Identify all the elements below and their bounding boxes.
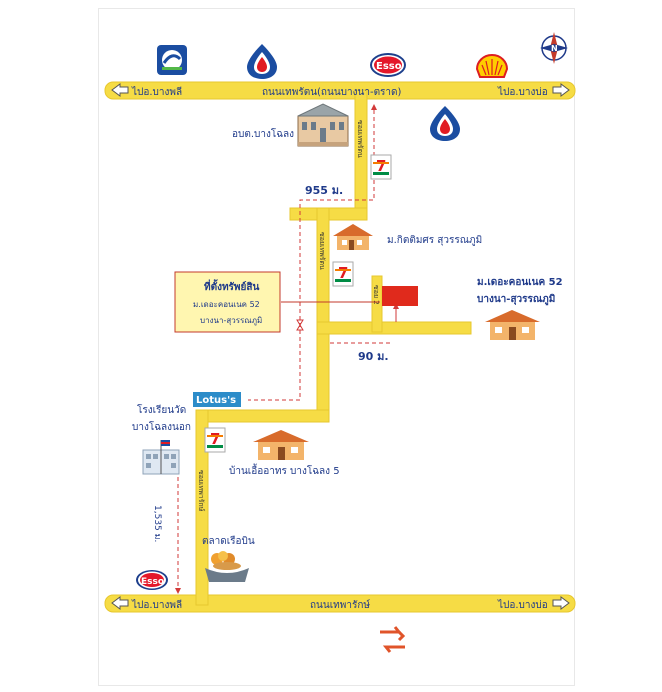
soi-2-label: ซอย 2 <box>372 285 380 305</box>
bottom-left-direction: ไปอ.บางพลี <box>131 599 182 611</box>
soi-2-road <box>316 321 472 335</box>
esso-logo-top: Esso <box>370 53 406 77</box>
arrow-up-top-road <box>371 104 377 110</box>
house-icon-housing <box>253 430 309 460</box>
roads-layer <box>104 81 576 613</box>
village-2-label-line2: บางนา-สุวรรณภูมิ <box>477 293 555 306</box>
soi-upper-label: ซอยเทพรัตน <box>356 120 364 158</box>
property-marker <box>382 286 418 306</box>
school-icon <box>142 440 180 475</box>
bowtie-marker <box>296 319 304 331</box>
property-title: ที่ตั้งทรัพย์สิน <box>204 279 259 293</box>
bottom-road <box>104 594 576 613</box>
house-icon-village-2 <box>485 310 540 340</box>
arrow-left-top <box>111 83 129 97</box>
seven-eleven-logo-2: 7 <box>332 261 354 287</box>
esso-text-top: Esso <box>376 61 402 72</box>
recycle-arrows-icon <box>380 626 406 653</box>
compass-n: N <box>551 44 558 53</box>
seven-eleven-logo-3: 7 <box>204 427 226 453</box>
svg-text:7: 7 <box>376 157 386 175</box>
property-line2: บางนา-สุวรรณภูมิ <box>200 316 262 326</box>
top-right-direction: ไปอ.บางบ่อ <box>497 86 548 98</box>
market-label: ตลาดเรือบิน <box>202 535 255 547</box>
map-frame <box>98 8 575 686</box>
village-1-label: ม.กิตติมศร สุวรรณภูมิ <box>387 235 482 246</box>
ptt-logo-top <box>247 44 277 79</box>
lotus-logo: Lotus's <box>193 392 241 407</box>
soi-middle-label: ซอยเทพรัตน <box>318 232 326 270</box>
top-road <box>104 81 576 100</box>
seven-eleven-logo-1: 7 <box>370 154 392 180</box>
distance-955: 955 ม. <box>305 184 343 197</box>
housing-label: บ้านเอื้ออาทร บางโฉลง 5 <box>229 463 340 477</box>
shell-logo <box>475 53 509 78</box>
arrow-right-bottom <box>552 596 570 610</box>
distance-90: 90 ม. <box>358 350 389 363</box>
house-icon-village-1 <box>333 224 373 250</box>
lotus-text: Lotus's <box>196 395 236 406</box>
school-label-line2: บางโฉลงนอก <box>132 420 191 433</box>
svg-text:7: 7 <box>210 430 220 448</box>
bottom-right-direction: ไปอ.บางบ่อ <box>497 599 548 611</box>
esso-text-bottom: Esso <box>141 577 164 587</box>
obt-label: อบต.บางโฉลง <box>232 127 294 140</box>
market-icon <box>205 551 249 582</box>
ptt-logo-right <box>430 106 460 141</box>
route-arrow-tips <box>175 104 399 594</box>
soi-lower-road <box>195 409 209 606</box>
top-road-name: ถนนเทพรัตน(ถนนบางนา-ตราด) <box>262 87 402 98</box>
bangchak-logo <box>157 45 187 75</box>
bottom-road-name: ถนนเทพารักษ์ <box>310 599 370 611</box>
arrow-down-bottom-road <box>175 588 181 594</box>
north-compass-icon: N <box>540 32 568 64</box>
property-info-box: ที่ตั้งทรัพย์สิน ม.เดอะคอนเนค 52 บางนา-ส… <box>174 271 281 333</box>
property-line1: ม.เดอะคอนเนค 52 <box>193 300 260 309</box>
village-2-label-line1: ม.เดอะคอนเนค 52 <box>477 277 563 288</box>
top-left-direction: ไปอ.บางพลี <box>131 86 182 98</box>
distance-1535: 1,535 ม. <box>152 505 162 542</box>
esso-logo-bottom: Esso <box>136 570 168 590</box>
svg-text:7: 7 <box>338 264 348 282</box>
arrow-left-bottom <box>111 596 129 610</box>
soi-lower-label: ซอยเทพารักษ์ <box>197 470 205 512</box>
road-direction-arrows <box>111 83 570 610</box>
soi-jog <box>195 409 330 423</box>
government-building-icon <box>297 103 349 147</box>
school-label-line1: โรงเรียนวัด <box>137 403 186 416</box>
arrow-right-top <box>552 83 570 97</box>
